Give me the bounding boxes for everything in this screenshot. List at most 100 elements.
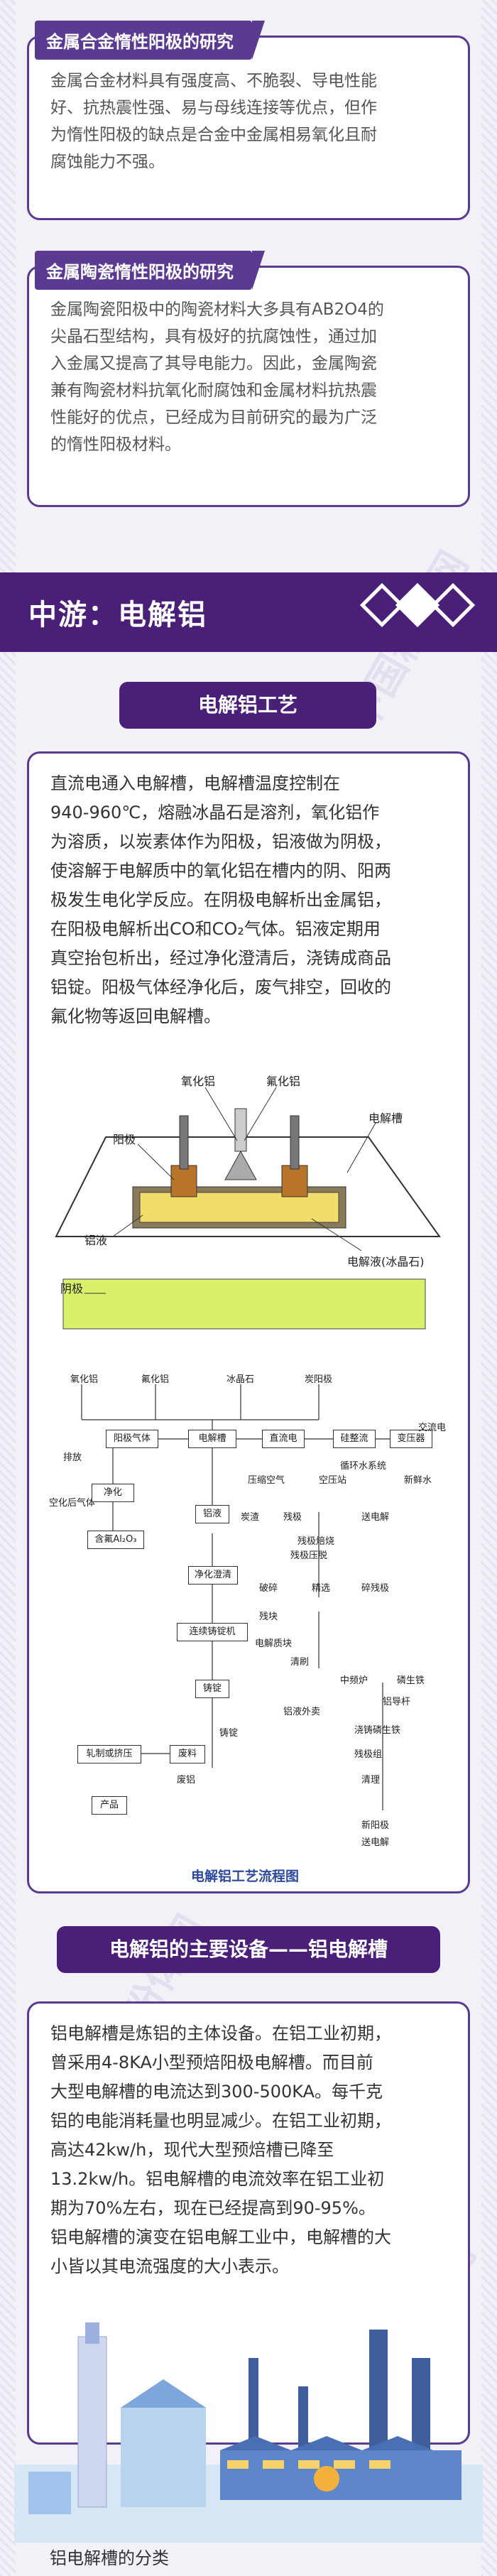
flow-input: 炭阳极 <box>305 1374 333 1385</box>
factory-illustration <box>14 2322 483 2543</box>
flow-box: 轧制或挤压 <box>77 1745 141 1763</box>
text-line: 铝锭。阳极气体经净化后，废气排空，回收的 <box>50 977 391 997</box>
cermet-title: 金属陶瓷惰性阳极的研究 <box>35 251 252 290</box>
cermet-card: 金属陶瓷惰性阳极的研究 金属陶瓷阳极中的陶瓷材料大多具有AB2O4的 尖晶石型结… <box>27 251 470 507</box>
label-alumina: 氧化铝 <box>181 1075 216 1088</box>
flow-box: 阳极气体 <box>106 1430 158 1448</box>
flow-right-label: 残极压脱 <box>290 1550 328 1561</box>
label-cathode: 阴极 <box>60 1282 84 1295</box>
flow-right-label: 循环水系统 <box>340 1461 387 1472</box>
process-flow-chart: 氧化铝 氟化铝 冰晶石 炭阳极 排放 空化后气体 阳极气体 电解槽 直流电 硅整… <box>49 1370 451 1853</box>
flow-misc-label: 电解质块 <box>255 1638 293 1649</box>
equipment-footer: 铝电解槽的分类 <box>50 2548 169 2568</box>
flow-box: 产品 <box>92 1796 127 1815</box>
text-line: 的惰性阳极材料。 <box>50 435 181 454</box>
flow-left-label: 排放 <box>63 1452 82 1463</box>
flow-box: 电解槽 <box>188 1430 236 1448</box>
metal-alloy-body: 金属合金材料具有强度高、不脆裂、导电性能 好、抗热震性强、易与母线连接等优点，但… <box>29 38 468 175</box>
flow-box: 净化澄清 <box>188 1566 238 1585</box>
flow-left-label: 空化后气体 <box>49 1498 96 1509</box>
flow-right-label: 磷生铁 <box>397 1675 425 1686</box>
flow-misc-label: 炭渣 <box>241 1512 260 1523</box>
text-line: 金属合金材料具有强度高、不脆裂、导电性能 <box>50 72 377 90</box>
process-card: 直流电通入电解槽，电解槽温度控制在 940-960℃，熔融冰晶石是溶剂，氧化铝作… <box>27 751 470 1893</box>
metal-alloy-title: 金属合金惰性阳极的研究 <box>35 21 252 60</box>
flow-misc-label: 残极焙烧 <box>297 1536 335 1547</box>
label-electrolyte: 电解液(冰晶石) <box>347 1255 425 1268</box>
flow-misc-label: 清理 <box>361 1775 381 1786</box>
text-line: 曾采用4-8KA小型预焙阳极电解槽。而目前 <box>50 2053 373 2072</box>
flow-input: 氟化铝 <box>141 1374 170 1385</box>
flow-box: 铝液 <box>195 1505 229 1523</box>
text-line: 金属陶瓷阳极中的陶瓷材料大多具有AB2O4的 <box>50 300 384 319</box>
diamond-deco-icon <box>359 582 476 628</box>
flow-right-label: 交流电 <box>418 1423 447 1433</box>
flow-misc-label: 浇铸磷生铁 <box>354 1725 401 1736</box>
text-line: 尖晶石型结构，具有极好的抗腐蚀性，通过加 <box>50 327 377 346</box>
text-line: 铝电解槽的演变在铝电解工业中，电解槽的大 <box>50 2227 391 2247</box>
flow-input: 冰晶石 <box>226 1374 255 1385</box>
cermet-title-text: 金属陶瓷惰性阳极的研究 <box>46 262 234 282</box>
flow-right-label: 新鲜水 <box>404 1475 432 1486</box>
text-line: 直流电通入电解槽，电解槽温度控制在 <box>50 773 340 793</box>
flow-right-label: 破碎 <box>259 1583 278 1594</box>
text-line: 大型电解槽的电流达到300-500KA。每千克 <box>50 2082 383 2102</box>
text-line: 极发生电化学反应。在阴极电解析出金属铝， <box>50 890 391 910</box>
flow-box: 硅整流 <box>333 1430 376 1448</box>
left-decor-stripe <box>0 0 16 2576</box>
flow-misc-label: 铝导杆 <box>383 1697 411 1707</box>
process-pill: 电解铝工艺 <box>119 682 376 729</box>
metal-alloy-title-text: 金属合金惰性阳极的研究 <box>46 32 234 52</box>
text-line: 期为70%左右，现在已经提高到90-95%。 <box>50 2198 376 2218</box>
flow-box: 含氟Al₂O₃ <box>87 1531 144 1549</box>
flow-right-label: 残块 <box>259 1612 278 1622</box>
electrolytic-cell-diagram: 氧化铝 氟化铝 阳极 电解槽 铝液 阴极 电解液(冰晶石) <box>42 1066 457 1357</box>
text-line: 入金属又提高了其导电能力。因此，金属陶瓷 <box>50 354 377 373</box>
flow-right-label: 空压站 <box>319 1475 347 1486</box>
flow-right-label: 铝液外卖 <box>283 1707 321 1717</box>
flow-right-label: 碎残极 <box>361 1583 390 1594</box>
label-al-liquid: 铝液 <box>84 1234 108 1247</box>
text-line: 为溶质，以炭素体作为阳极，铝液做为阴极， <box>50 832 391 852</box>
text-line: 氟化物等返回电解槽。 <box>50 1006 221 1026</box>
text-line: 好、抗热震性强、易与母线连接等优点，但作 <box>50 99 377 117</box>
text-line: 铝的电能消耗量也明显减少。在铝工业初期， <box>50 2111 391 2131</box>
flow-box: 铸锭 <box>195 1680 229 1698</box>
text-line: 性能好的优点，已经成为目前研究的最为广泛 <box>50 408 377 427</box>
process-body: 直流电通入电解槽，电解槽温度控制在 940-960℃，熔融冰晶石是溶剂，氧化铝作… <box>29 754 468 1031</box>
text-line: 兼有陶瓷材料抗氧化耐腐蚀和金属材料抗热震 <box>50 381 377 400</box>
text-line: 940-960℃，熔融冰晶石是溶剂，氧化铝作 <box>50 803 380 822</box>
text-line: 使溶解于电解质中的氧化铝在槽内的阴、阳两 <box>50 861 391 881</box>
equipment-pill: 电解铝的主要设备——铝电解槽 <box>57 1926 440 1973</box>
flow-right-label: 清刷 <box>290 1657 310 1668</box>
cell-illustration <box>55 1087 441 1330</box>
flow-right-label: 送电解 <box>361 1837 390 1848</box>
equipment-body: 铝电解槽是炼铝的主体设备。在铝工业初期， 曾采用4-8KA小型预焙阳极电解槽。而… <box>29 2004 468 2281</box>
flow-right-label: 送电解 <box>361 1512 390 1523</box>
flow-right-label: 新阳极 <box>361 1820 390 1831</box>
label-cell: 电解槽 <box>368 1112 403 1125</box>
text-line: 小皆以其电流强度的大小表示。 <box>50 2256 289 2276</box>
right-decor-stripe <box>481 0 497 2576</box>
section-banner: 中游：电解铝 <box>0 572 497 652</box>
flow-right-label: 压缩空气 <box>248 1475 285 1486</box>
cermet-body: 金属陶瓷阳极中的陶瓷材料大多具有AB2O4的 尖晶石型结构，具有极好的抗腐蚀性，… <box>29 268 468 458</box>
flow-box: 直流电 <box>262 1430 305 1448</box>
text-line: 腐蚀能力不强。 <box>50 153 165 171</box>
flow-misc-label: 铸锭 <box>219 1728 239 1739</box>
text-line: 为惰性阳极的缺点是合金中金属相易氧化且耐 <box>50 126 377 144</box>
flow-input: 氧化铝 <box>70 1374 99 1385</box>
flow-misc-label: 废铝 <box>177 1775 196 1786</box>
label-anode: 阳极 <box>113 1133 136 1146</box>
flow-chart-caption: 电解铝工艺流程图 <box>191 1869 300 1884</box>
metal-alloy-card: 金属合金惰性阳极的研究 金属合金材料具有强度高、不脆裂、导电性能 好、抗热震性强… <box>27 21 470 220</box>
flow-box: 净化 <box>92 1484 134 1502</box>
banner-title: 中游：电解铝 <box>28 599 207 631</box>
text-line: 高达42kw/h，现代大型预焙槽已降至 <box>50 2140 334 2160</box>
flow-misc-label: 残极组 <box>354 1749 383 1760</box>
flow-right-label: 精选 <box>312 1583 331 1594</box>
flow-misc-label: 残极 <box>283 1512 302 1523</box>
text-line: 真空抬包析出，经过净化澄清后，浇铸成商品 <box>50 948 391 968</box>
flow-box: 变压器 <box>390 1430 432 1448</box>
